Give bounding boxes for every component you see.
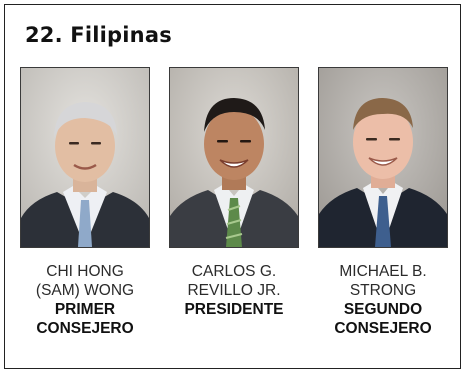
portrait-image xyxy=(21,68,149,247)
leader-name: CARLOS G. REVILLO JR. xyxy=(187,263,281,299)
leader-role: SEGUNDO CONSEJERO xyxy=(334,301,432,337)
portrait-photo-wong xyxy=(20,67,150,248)
portrait-image xyxy=(319,68,447,247)
leader-second-counselor: MICHAEL B. STRONG SEGUNDO CONSEJERO xyxy=(318,67,448,338)
section-title: 22. Filipinas xyxy=(25,23,172,47)
leader-role: PRESIDENTE xyxy=(184,301,284,318)
portrait-photo-revillo xyxy=(169,67,299,248)
leader-role: PRIMER CONSEJERO xyxy=(36,301,134,337)
leader-name: MICHAEL B. STRONG xyxy=(339,263,427,299)
leader-first-counselor: CHI HONG (SAM) WONG PRIMER CONSEJERO xyxy=(20,67,150,338)
leader-president: CARLOS G. REVILLO JR. PRESIDENTE xyxy=(169,67,299,319)
portrait-photo-strong xyxy=(318,67,448,248)
portrait-image xyxy=(170,68,298,247)
leader-name: CHI HONG (SAM) WONG xyxy=(35,263,135,299)
leadership-card: 22. Filipinas xyxy=(4,4,461,369)
